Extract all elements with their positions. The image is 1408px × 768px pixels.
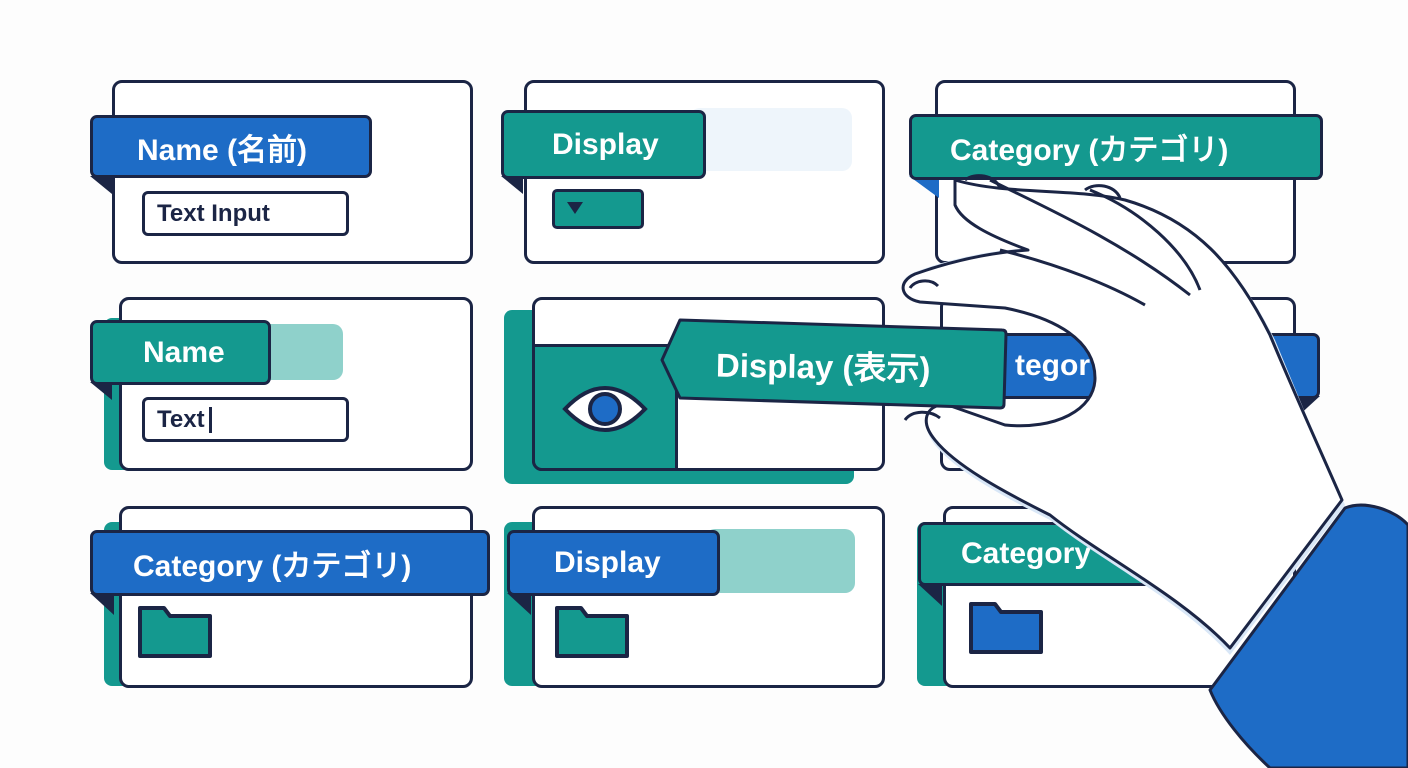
tab-fold	[90, 176, 112, 194]
tab-track	[705, 529, 855, 593]
text-input-field[interactable]: Text Input	[142, 191, 349, 236]
field-label-tab[interactable]: tegor )	[990, 333, 1320, 399]
tab-fold	[918, 584, 942, 606]
tab-fold	[90, 593, 114, 615]
dragged-tab-shape	[660, 318, 1008, 410]
eye-panel	[532, 344, 678, 471]
field-label-tab[interactable]: Category (カテゴリ)	[90, 530, 490, 596]
folder-icon	[555, 606, 629, 658]
text-caret	[208, 406, 212, 433]
field-label-tab[interactable]: Category	[918, 522, 1248, 586]
text-input-value: Text	[157, 405, 205, 433]
folder-icon	[969, 602, 1043, 654]
field-label-tab[interactable]: Name (名前)	[90, 115, 372, 178]
text-input-field[interactable]: Text	[142, 397, 349, 442]
field-label-tab[interactable]: Display	[507, 530, 720, 596]
tab-track	[690, 108, 852, 171]
tab-fold	[90, 382, 112, 400]
tab-fold	[501, 176, 523, 194]
tab-fold	[507, 593, 531, 615]
dragged-field-label[interactable]: Display (表示)	[715, 346, 931, 388]
text-input-value: Text Input	[157, 199, 270, 227]
folder-icon	[138, 606, 212, 658]
field-label-tab[interactable]: Category (カテゴリ)	[909, 114, 1323, 180]
field-label-tab[interactable]: Display	[501, 110, 706, 179]
eye-icon	[562, 386, 648, 432]
tab-fold	[1296, 396, 1320, 418]
dropdown-arrow-icon	[567, 202, 583, 214]
dropdown-select[interactable]	[552, 189, 644, 229]
tab-label-text: tegor	[1015, 349, 1090, 382]
field-label-tab[interactable]: Name	[90, 320, 271, 385]
tab-label-text: )	[1266, 349, 1276, 382]
